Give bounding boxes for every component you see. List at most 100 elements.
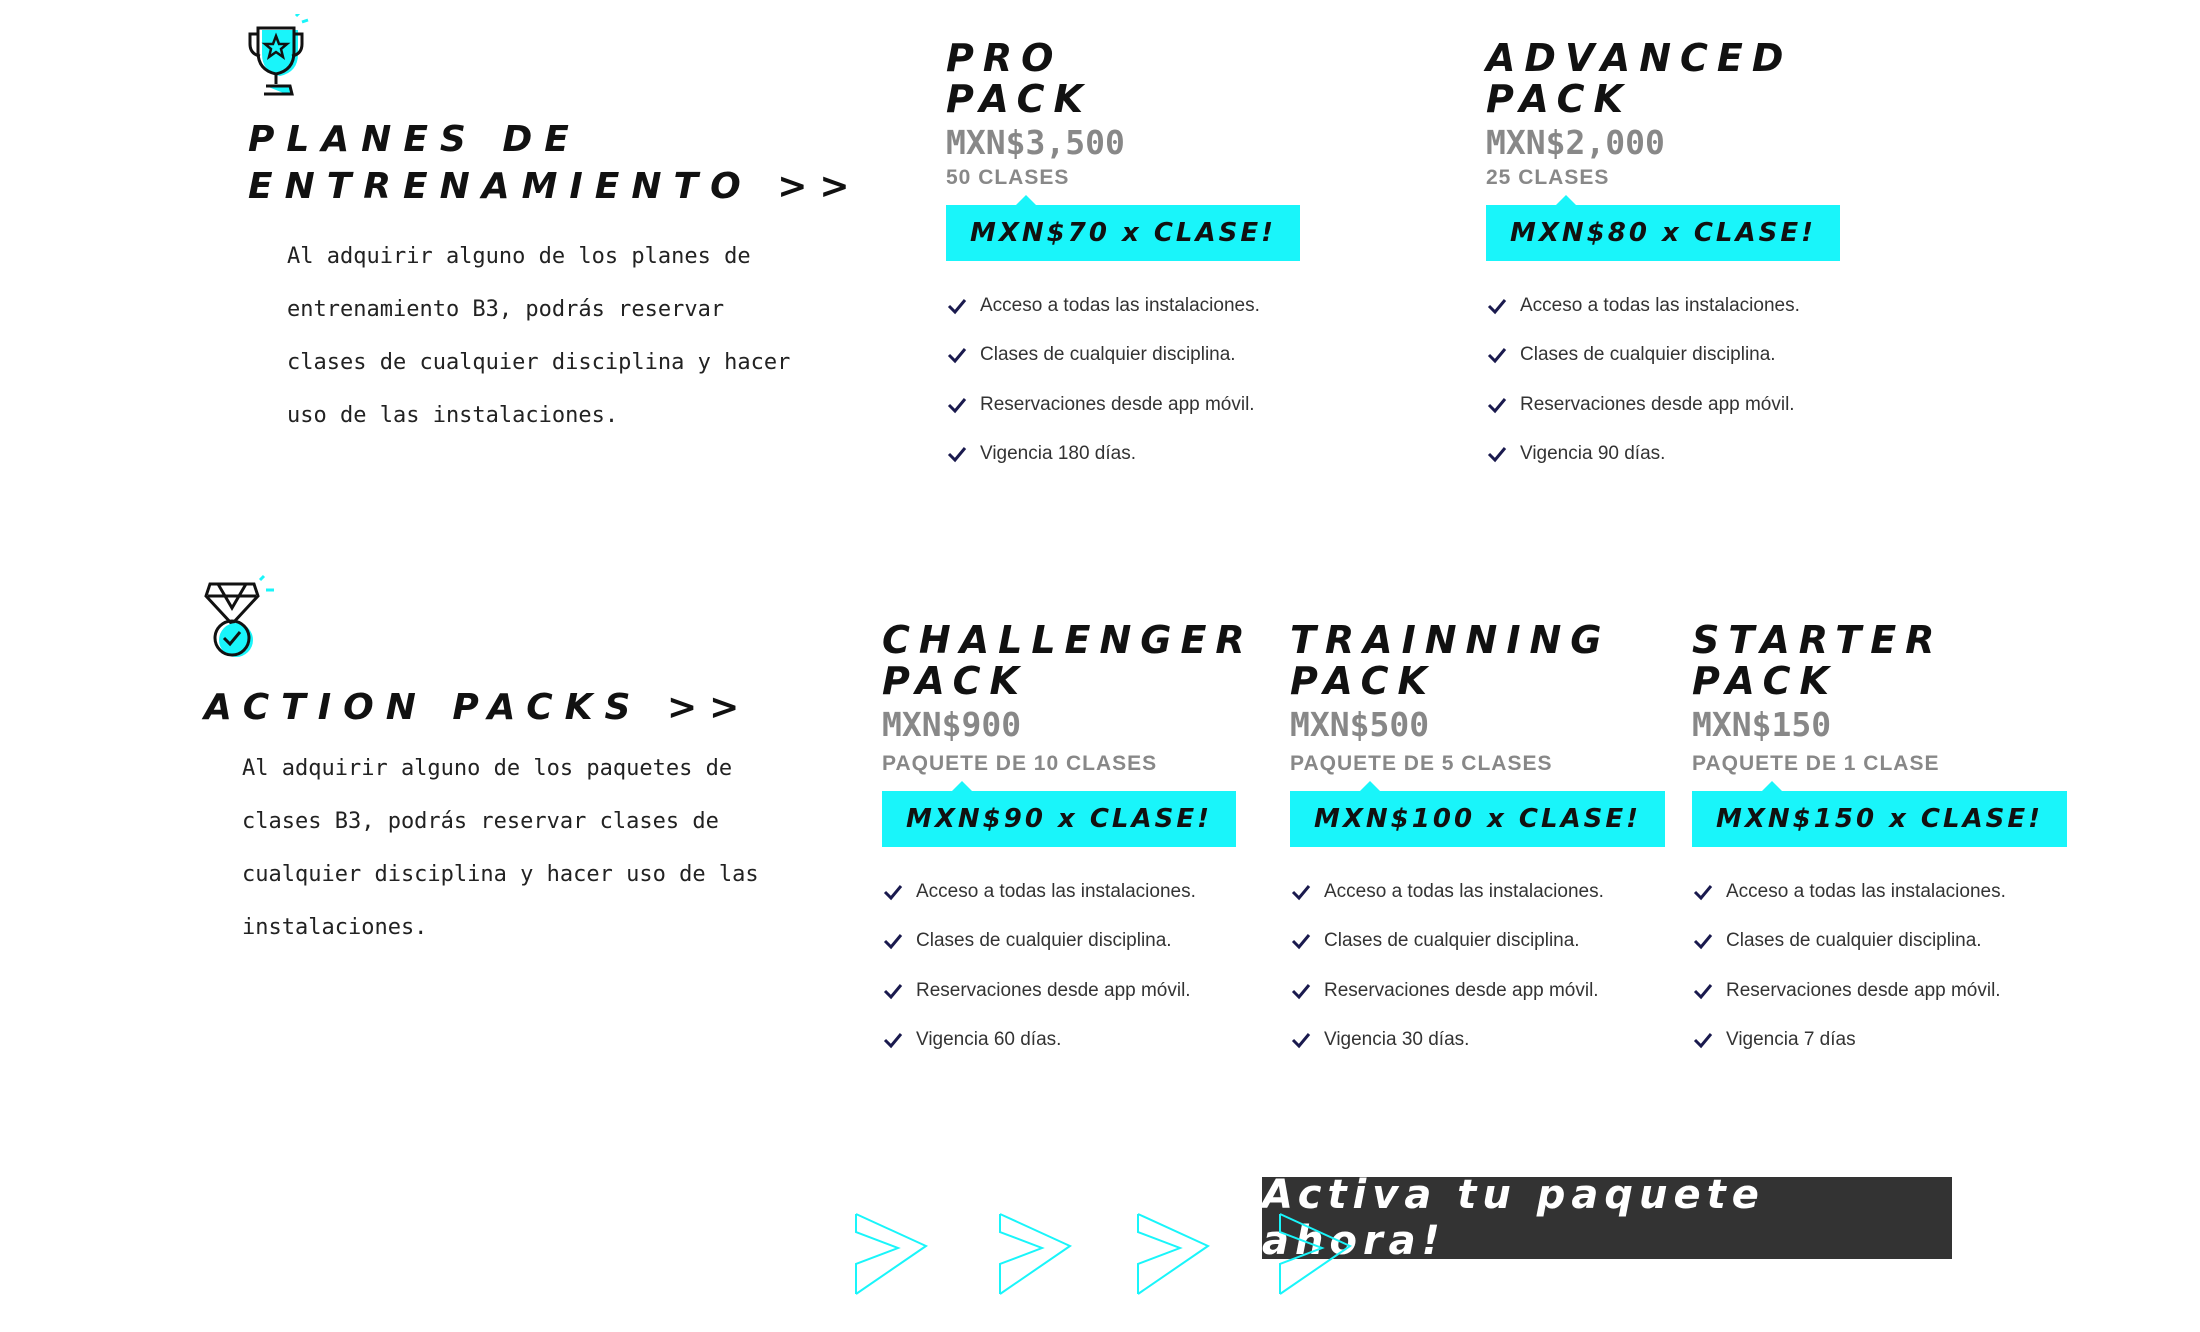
feature-list: Acceso a todas las instalaciones. Clases… bbox=[946, 281, 1300, 479]
feature-list: Acceso a todas las instalaciones. Clases… bbox=[1486, 281, 1840, 479]
feature-text: Clases de cualquier disciplina. bbox=[1324, 930, 1580, 952]
plan-title: PACK bbox=[946, 77, 1092, 121]
action-section-title: ACTION PACKS >> bbox=[204, 687, 752, 728]
feature-item: Acceso a todas las instalaciones. bbox=[1692, 867, 2067, 917]
plan-title: STARTER bbox=[1692, 618, 1944, 662]
feature-item: Clases de cualquier disciplina. bbox=[1692, 917, 2067, 967]
feature-text: Clases de cualquier disciplina. bbox=[1520, 344, 1776, 366]
feature-item: Vigencia 30 días. bbox=[1290, 1016, 1665, 1066]
feature-item: Reservaciones desde app móvil. bbox=[946, 380, 1300, 430]
check-icon bbox=[1487, 298, 1507, 314]
check-icon bbox=[947, 298, 967, 314]
plan-title: PACK bbox=[1486, 77, 1632, 121]
feature-item: Acceso a todas las instalaciones. bbox=[882, 867, 1254, 917]
feature-text: Clases de cualquier disciplina. bbox=[1726, 930, 1982, 952]
plan-title: PACK bbox=[1290, 659, 1436, 703]
training-title-line2: ENTRENAMIENTO >> bbox=[248, 166, 862, 207]
plan-price: MXN$500 bbox=[1290, 705, 1430, 744]
feature-text: Acceso a todas las instalaciones. bbox=[1520, 294, 1800, 316]
trophy-icon bbox=[246, 10, 316, 100]
chevron-right-icon bbox=[855, 1213, 929, 1295]
feature-text: Clases de cualquier disciplina. bbox=[916, 930, 1172, 952]
feature-text: Acceso a todas las instalaciones. bbox=[980, 294, 1260, 316]
plan-subtitle: PAQUETE DE 1 CLASE bbox=[1692, 752, 1940, 775]
check-icon bbox=[1487, 348, 1507, 364]
check-icon bbox=[883, 934, 903, 950]
feature-item: Reservaciones desde app móvil. bbox=[882, 966, 1254, 1016]
plan-subtitle: 50 CLASES bbox=[946, 166, 1070, 189]
plan-subtitle: 25 CLASES bbox=[1486, 166, 1610, 189]
plan-title: PACK bbox=[1692, 659, 1838, 703]
chevron-right-icon bbox=[999, 1213, 1073, 1295]
feature-item: Vigencia 60 días. bbox=[882, 1016, 1254, 1066]
feature-text: Vigencia 60 días. bbox=[916, 1029, 1062, 1051]
training-description: Al adquirir alguno de los planes de entr… bbox=[287, 244, 791, 428]
feature-text: Reservaciones desde app móvil. bbox=[1520, 393, 1795, 415]
price-per-class-ribbon: MXN$150 x CLASE! bbox=[1692, 781, 2068, 847]
activate-package-label: Activa tu paquete ahora! bbox=[1262, 1172, 1765, 1264]
plan-price: MXN$900 bbox=[882, 705, 1022, 744]
check-icon bbox=[883, 1033, 903, 1049]
chevron-right-icon bbox=[1279, 1213, 1353, 1295]
check-icon bbox=[947, 397, 967, 413]
check-icon bbox=[1487, 447, 1507, 463]
feature-text: Reservaciones desde app móvil. bbox=[916, 979, 1191, 1001]
check-icon bbox=[1693, 934, 1713, 950]
feature-item: Acceso a todas las instalaciones. bbox=[1290, 867, 1665, 917]
check-icon bbox=[1291, 983, 1311, 999]
feature-text: Clases de cualquier disciplina. bbox=[980, 344, 1236, 366]
price-per-class-ribbon: MXN$70 x CLASE! bbox=[946, 195, 1300, 261]
plan-title: PRO bbox=[946, 36, 1063, 80]
feature-text: Acceso a todas las instalaciones. bbox=[916, 880, 1196, 902]
pack-card-trainning: TRAINNING PACK MXN$500 PAQUETE DE 5 CLAS… bbox=[1290, 618, 1666, 1065]
activate-package-button[interactable]: Activa tu paquete ahora! bbox=[1262, 1172, 1952, 1264]
check-icon bbox=[1291, 884, 1311, 900]
plan-card-pro: PRO PACK MXN$3,500 50 CLASES MXN$70 x CL… bbox=[946, 38, 1300, 479]
feature-item: Reservaciones desde app móvil. bbox=[1486, 380, 1840, 430]
feature-list: Acceso a todas las instalaciones. Clases… bbox=[1290, 867, 1665, 1065]
plan-price: MXN$150 bbox=[1692, 705, 1832, 744]
check-icon bbox=[883, 884, 903, 900]
plan-subtitle: PAQUETE DE 10 CLASES bbox=[882, 752, 1158, 775]
feature-text: Reservaciones desde app móvil. bbox=[1726, 979, 2001, 1001]
feature-text: Vigencia 180 días. bbox=[980, 443, 1136, 465]
pack-card-challenger: CHALLENGER PACK MXN$900 PAQUETE DE 10 CL… bbox=[882, 620, 1254, 1065]
plan-price: MXN$3,500 bbox=[946, 123, 1125, 162]
plan-title: CHALLENGER bbox=[882, 618, 1254, 662]
check-icon bbox=[1693, 983, 1713, 999]
price-per-class-ribbon: MXN$80 x CLASE! bbox=[1486, 195, 1840, 261]
feature-item: Vigencia 90 días. bbox=[1486, 430, 1840, 480]
feature-item: Clases de cualquier disciplina. bbox=[1290, 917, 1665, 967]
action-description: Al adquirir alguno de los paquetes de cl… bbox=[242, 756, 759, 940]
plan-card-advanced: ADVANCED PACK MXN$2,000 25 CLASES MXN$80… bbox=[1486, 38, 1840, 479]
feature-list: Acceso a todas las instalaciones. Clases… bbox=[1692, 867, 2067, 1065]
feature-text: Acceso a todas las instalaciones. bbox=[1726, 880, 2006, 902]
feature-item: Clases de cualquier disciplina. bbox=[946, 331, 1300, 381]
feature-item: Reservaciones desde app móvil. bbox=[1692, 966, 2067, 1016]
feature-item: Vigencia 180 días. bbox=[946, 430, 1300, 480]
feature-text: Reservaciones desde app móvil. bbox=[980, 393, 1255, 415]
check-icon bbox=[1291, 1033, 1311, 1049]
medal-icon bbox=[204, 574, 284, 664]
feature-item: Clases de cualquier disciplina. bbox=[1486, 331, 1840, 381]
feature-text: Acceso a todas las instalaciones. bbox=[1324, 880, 1604, 902]
feature-list: Acceso a todas las instalaciones. Clases… bbox=[882, 867, 1254, 1065]
check-icon bbox=[947, 348, 967, 364]
plan-title: TRAINNING bbox=[1290, 618, 1611, 662]
check-icon bbox=[1693, 884, 1713, 900]
feature-item: Reservaciones desde app móvil. bbox=[1290, 966, 1665, 1016]
check-icon bbox=[1693, 1033, 1713, 1049]
chevron-right-icon bbox=[1137, 1213, 1211, 1295]
training-title-line1: PLANES DE bbox=[248, 119, 581, 160]
feature-text: Vigencia 90 días. bbox=[1520, 443, 1666, 465]
plan-price: MXN$2,000 bbox=[1486, 123, 1665, 162]
feature-item: Acceso a todas las instalaciones. bbox=[946, 281, 1300, 331]
check-icon bbox=[1291, 934, 1311, 950]
training-section-heading: PLANES DE ENTRENAMIENTO >> bbox=[248, 116, 862, 210]
feature-text: Reservaciones desde app móvil. bbox=[1324, 979, 1599, 1001]
check-icon bbox=[947, 447, 967, 463]
feature-item: Acceso a todas las instalaciones. bbox=[1486, 281, 1840, 331]
price-per-class-ribbon: MXN$90 x CLASE! bbox=[882, 781, 1236, 847]
check-icon bbox=[1487, 397, 1507, 413]
check-icon bbox=[883, 983, 903, 999]
